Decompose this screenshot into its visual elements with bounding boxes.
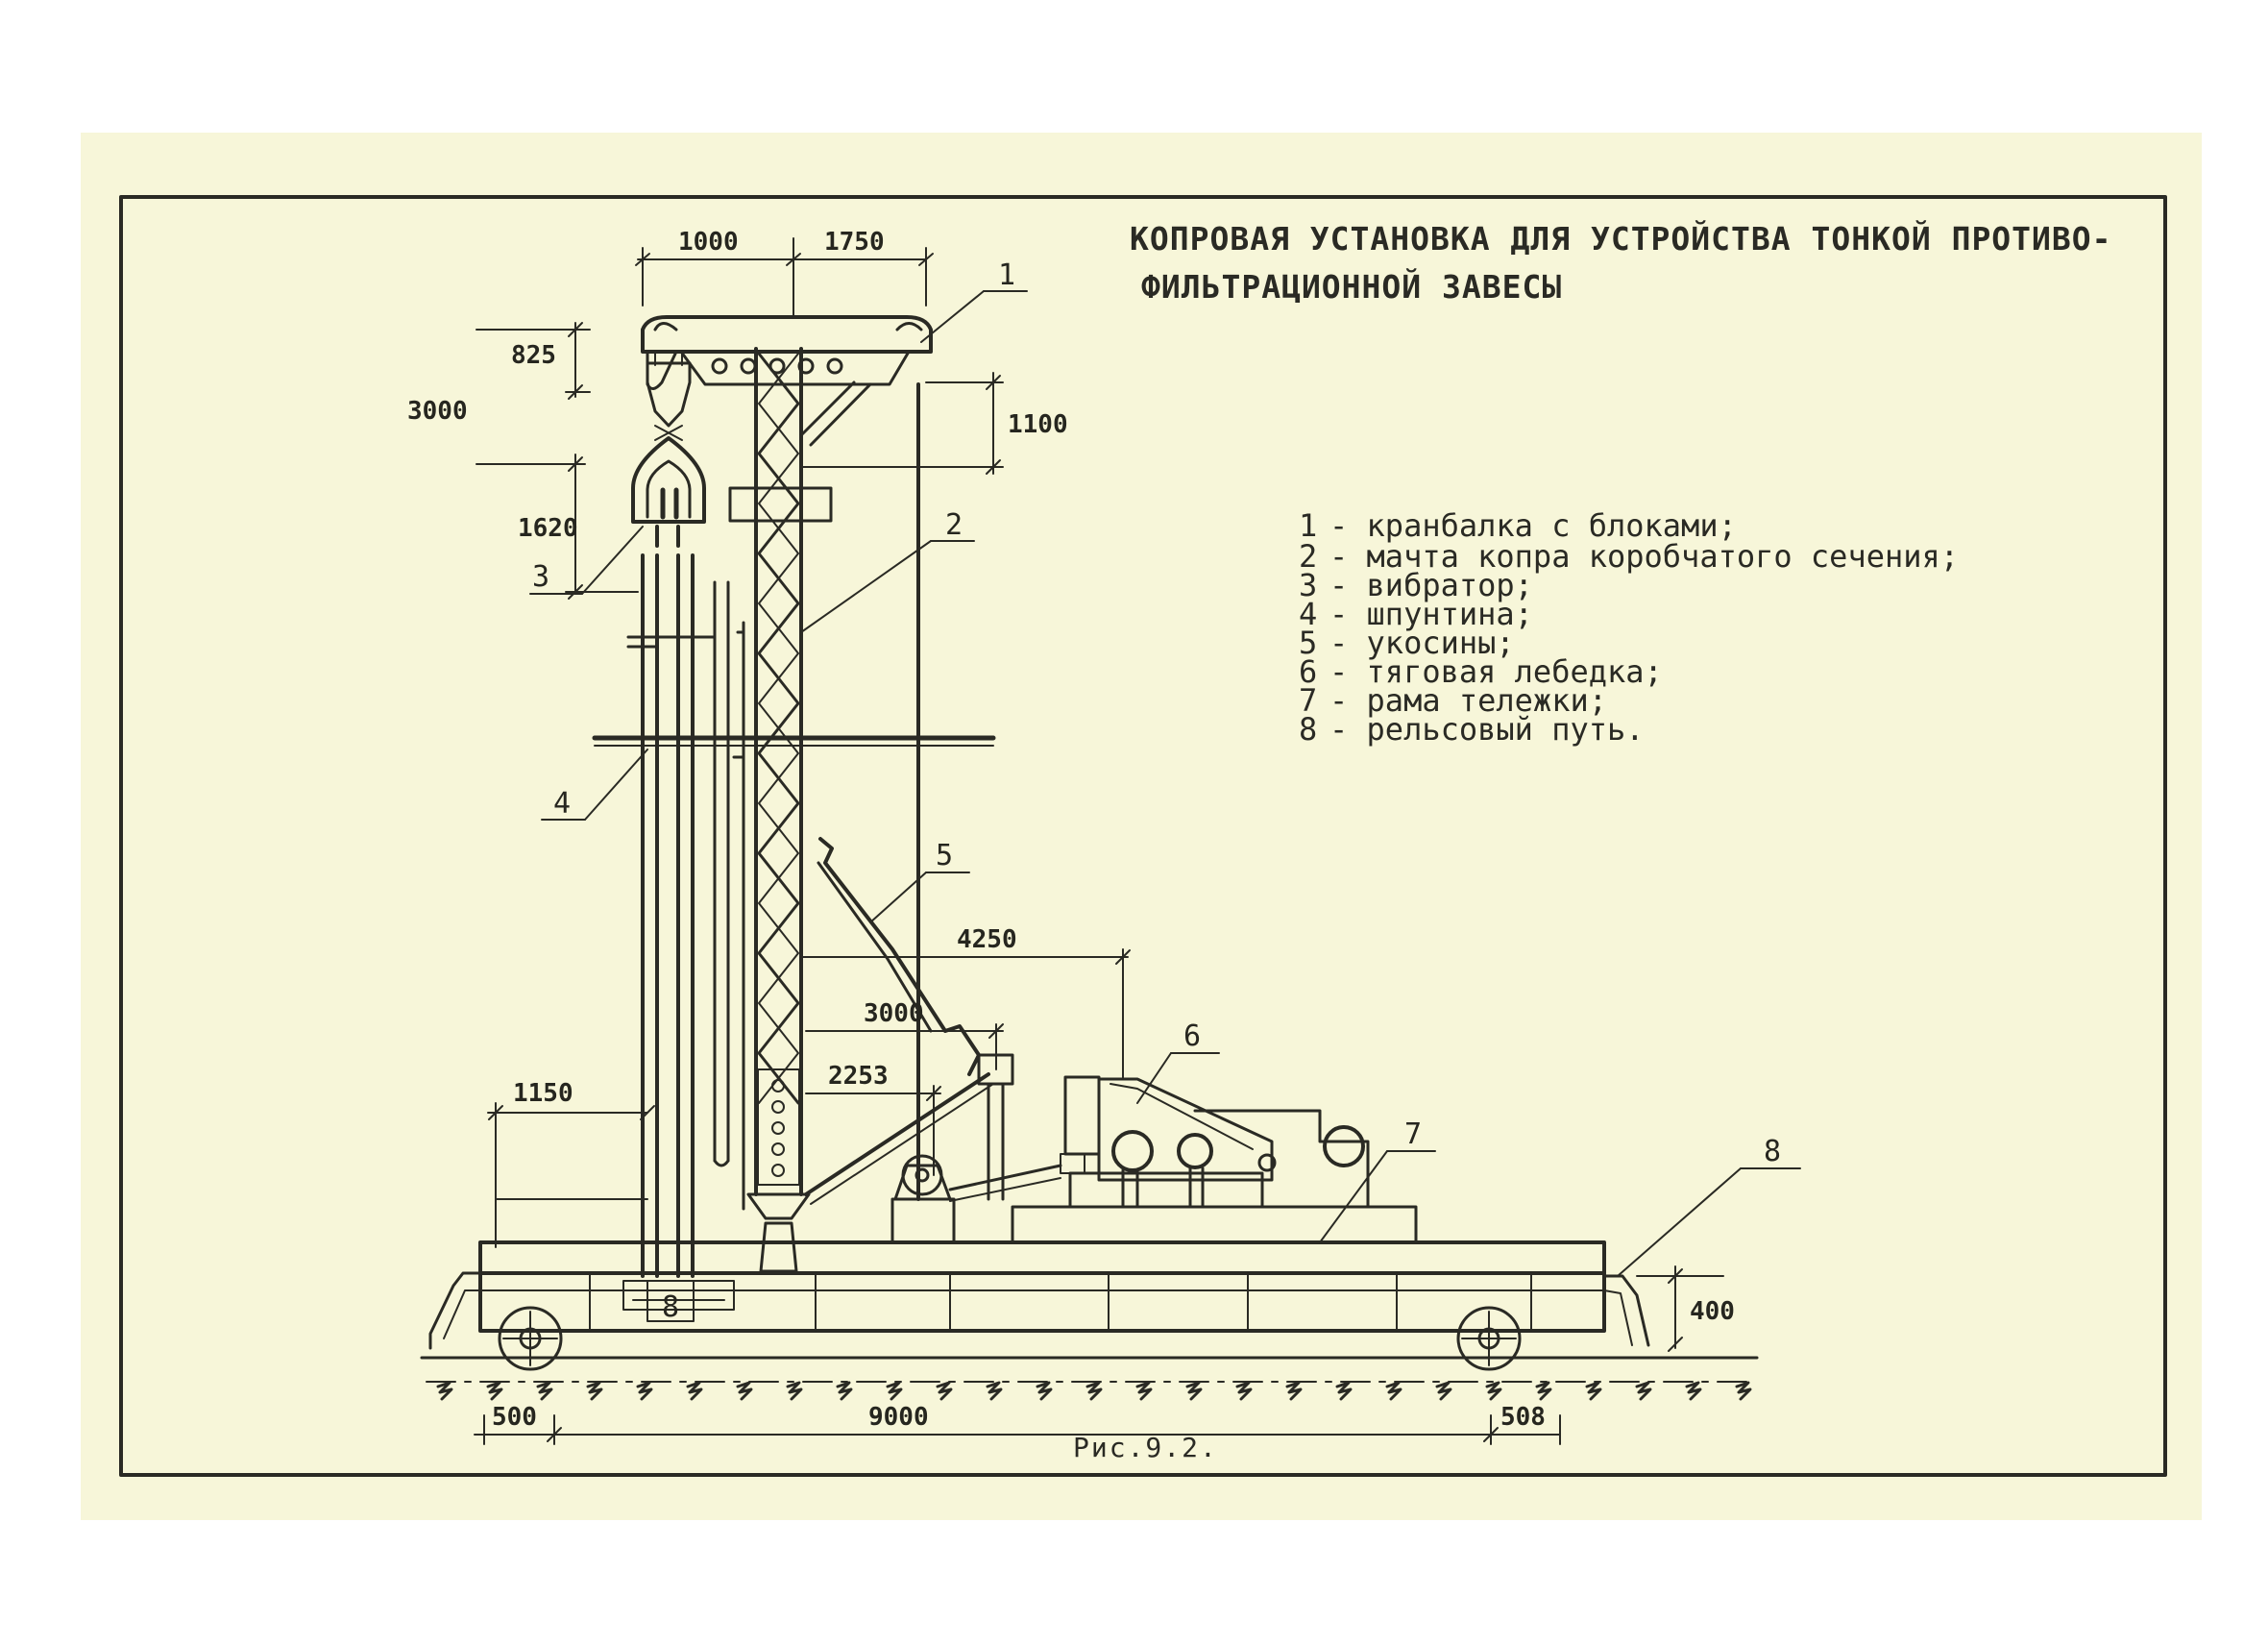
ground-hatching (436, 1381, 1752, 1401)
legend-num-3: 3 (1299, 567, 1317, 603)
legend-num-6: 6 (1299, 653, 1317, 690)
trolley-frame (428, 1240, 1650, 1350)
dim-508: 508 (1500, 1403, 1546, 1432)
ground-mark (486, 1381, 503, 1401)
dim-3000-left: 3000 (407, 397, 468, 426)
mast (728, 347, 1124, 1273)
dimension-labels: 1000 1750 825 3000 1620 1100 4250 3000 2… (407, 228, 1735, 1432)
dim-3000-mid: 3000 (864, 999, 924, 1028)
base-label: 8 (662, 1290, 679, 1324)
ground-mark (1085, 1381, 1103, 1401)
legend-num-4: 4 (1299, 596, 1317, 632)
dimension-lines (474, 237, 1724, 1445)
mast-lattice-counter-diagonals (758, 353, 799, 1104)
ground-mark (1535, 1381, 1552, 1401)
pile-driver-diagram: КОПРОВАЯ УСТАНОВКА ДЛЯ УСТРОЙСТВА ТОНКОЙ… (119, 195, 2167, 1477)
ground-mark (1285, 1381, 1303, 1401)
pulley-stand (890, 1154, 1062, 1244)
legend-text-6: - тяговая лебедка; (1329, 653, 1663, 690)
callout-5: 5 (936, 839, 953, 872)
drawing-frame (119, 195, 2167, 1477)
ground-mark (1036, 1381, 1053, 1401)
dim-825: 825 (511, 341, 556, 370)
ground-mark (1435, 1381, 1452, 1401)
ground-mark (436, 1381, 453, 1401)
figure-caption: Рис.9.2. (1073, 1432, 1218, 1463)
deck-platform (1011, 1205, 1418, 1244)
legend-text-8: - рельсовый путь. (1329, 711, 1645, 748)
callout-1: 1 (998, 258, 1015, 292)
struts (804, 837, 1014, 1205)
legend-text-3: - вибратор; (1329, 567, 1533, 603)
legend-text-1: - кранбалка с блоками; (1329, 507, 1737, 544)
legend-num-2: 2 (1299, 538, 1317, 575)
legend-text-4: - шпунтина; (1329, 596, 1533, 632)
ground-mark (1335, 1381, 1353, 1401)
ground-mark (636, 1381, 653, 1401)
legend-text-7: - рама тележки; (1329, 682, 1607, 719)
dim-400: 400 (1690, 1297, 1735, 1326)
vibrator (631, 351, 706, 548)
ground-mark (686, 1381, 703, 1401)
title-line-1: КОПРОВАЯ УСТАНОВКА ДЛЯ УСТРОЙСТВА ТОНКОЙ… (1130, 219, 2112, 258)
dim-1000: 1000 (678, 228, 739, 257)
ground-mark (986, 1381, 1003, 1401)
ground-mark (1685, 1381, 1702, 1401)
callout-6: 6 (1183, 1019, 1201, 1053)
dim-2253: 2253 (828, 1062, 889, 1091)
ground-mark (836, 1381, 853, 1401)
ground-mark (886, 1381, 903, 1401)
callout-4: 4 (553, 787, 571, 821)
left-wheel (498, 1306, 563, 1371)
callouts: 1 2 3 4 5 6 7 8 (529, 258, 1801, 1277)
ground-mark (736, 1381, 753, 1401)
ground-mark (1235, 1381, 1253, 1401)
dim-1100: 1100 (1008, 410, 1068, 439)
ground-mark (786, 1381, 803, 1401)
callout-2: 2 (945, 508, 963, 542)
title-line-2: ФИЛЬТРАЦИОННОЙ ЗАВЕСЫ (1141, 267, 1562, 306)
mast-lattice (757, 352, 800, 1105)
legend-num-7: 7 (1299, 682, 1317, 719)
ground-mark (1385, 1381, 1402, 1401)
dim-1620: 1620 (518, 514, 578, 543)
drawing-sheet: КОПРОВАЯ УСТАНОВКА ДЛЯ УСТРОЙСТВА ТОНКОЙ… (81, 133, 2202, 1520)
ground-mark (1185, 1381, 1203, 1401)
right-wheel (1456, 1306, 1522, 1371)
ground-mark (1485, 1381, 1502, 1401)
guide-rod (626, 580, 745, 1211)
dim-1750: 1750 (824, 228, 885, 257)
legend-text-2: - мачта копра коробчатого сечения; (1329, 538, 1959, 575)
sheet-pile: 8 (641, 553, 695, 1324)
ground-mark (1735, 1381, 1752, 1401)
ground-mark (1585, 1381, 1602, 1401)
legend-text-5: - укосины; (1329, 625, 1515, 661)
legend-num-5: 5 (1299, 625, 1317, 661)
callout-3: 3 (532, 560, 549, 594)
legend-num-1: 1 (1299, 507, 1317, 544)
ground-mark (936, 1381, 953, 1401)
ground-mark (1135, 1381, 1153, 1401)
ground-mark (536, 1381, 553, 1401)
legend: 1 - кранбалка с блоками; 2 - мачта копра… (1299, 507, 1959, 748)
callout-8: 8 (1764, 1135, 1781, 1168)
dim-500: 500 (492, 1403, 537, 1432)
traction-winch (1060, 1075, 1370, 1209)
dim-1150: 1150 (513, 1079, 573, 1108)
ground-mark (586, 1381, 603, 1401)
dim-4250: 4250 (957, 925, 1017, 954)
ground-mark (1635, 1381, 1652, 1401)
crane-beam (641, 315, 933, 390)
legend-num-8: 8 (1299, 711, 1317, 748)
callout-7: 7 (1404, 1117, 1422, 1151)
dim-9000: 9000 (868, 1403, 929, 1432)
rail-track (420, 1356, 1759, 1401)
